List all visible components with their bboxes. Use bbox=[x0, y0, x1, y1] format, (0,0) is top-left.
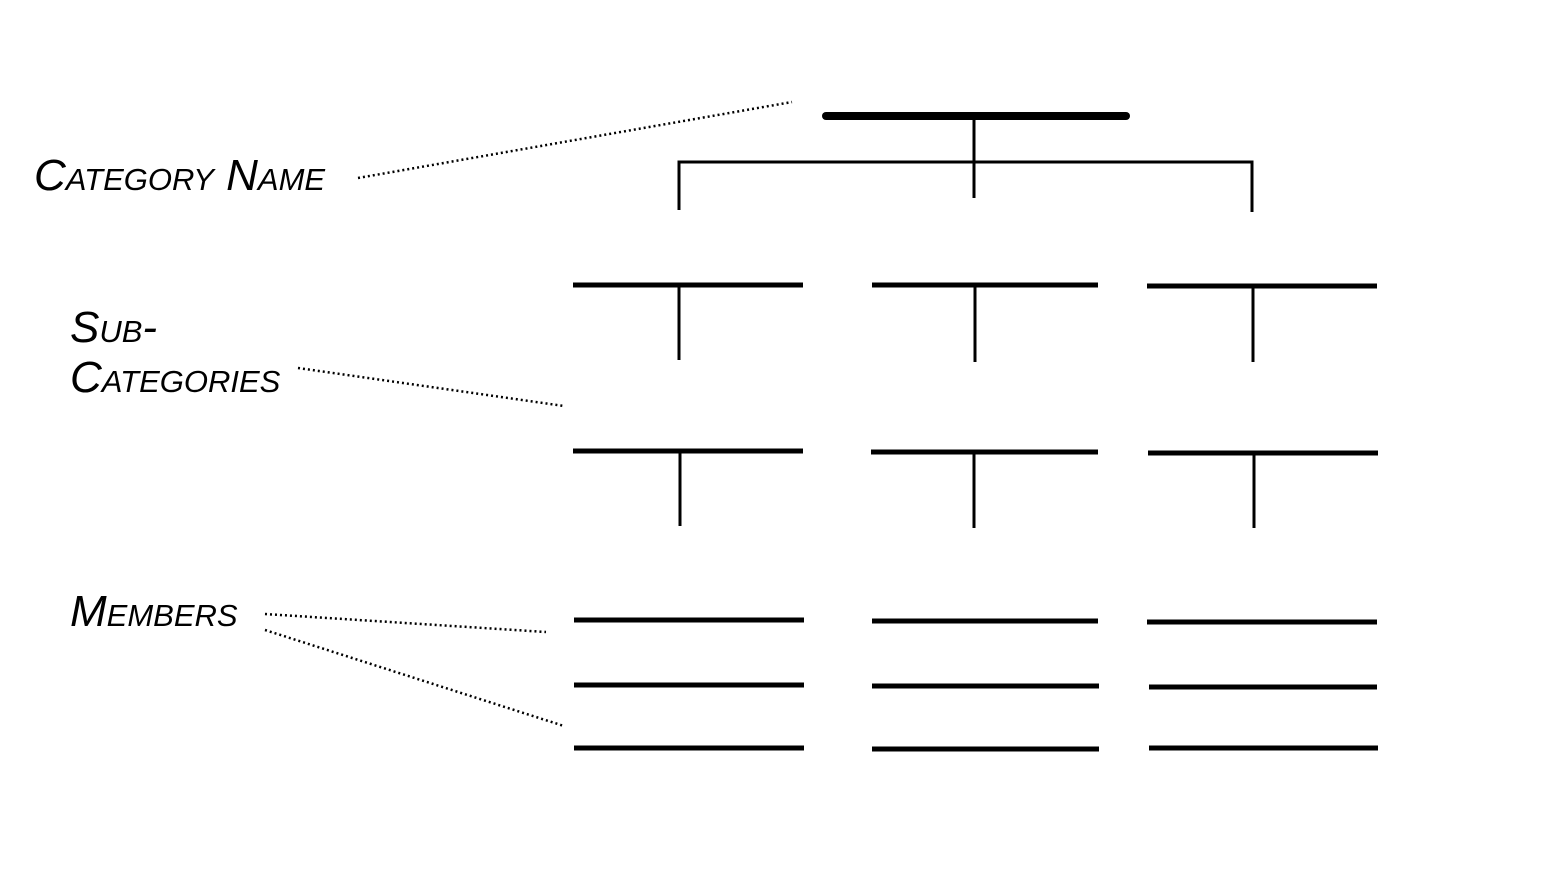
leader-line-members-upper bbox=[264, 612, 547, 634]
leader-line-subcategories bbox=[297, 366, 565, 408]
category-name-label: Category Name bbox=[34, 151, 326, 200]
category-node bbox=[677, 112, 1254, 212]
subcategories-label-line-2: Categories bbox=[70, 353, 281, 402]
subcategory-row-2 bbox=[573, 448, 1378, 528]
subcategories-label-line-1: Sub- bbox=[70, 303, 158, 352]
members-block bbox=[574, 617, 1378, 752]
leader-lines bbox=[264, 100, 793, 728]
subcategory-row-1 bbox=[573, 282, 1377, 362]
leader-line-members-lower bbox=[264, 628, 565, 728]
category-branch-connector bbox=[677, 160, 1254, 212]
leader-line-category-name bbox=[357, 100, 793, 180]
members-label: Members bbox=[70, 587, 238, 636]
